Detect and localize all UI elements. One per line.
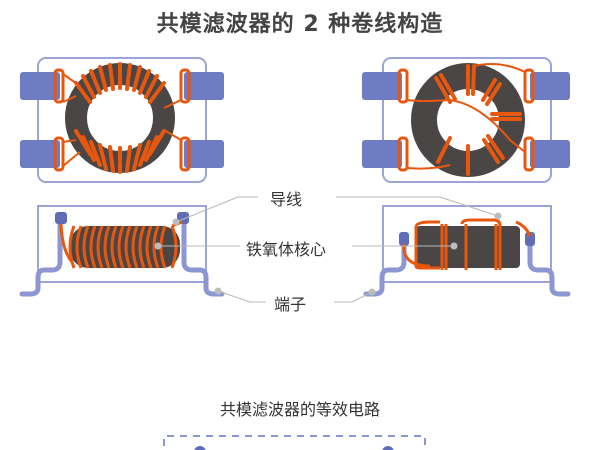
leader-dots — [154, 212, 502, 296]
page-title: 共模滤波器的 2 种卷线构造 — [156, 12, 444, 37]
label-wire: 导线 — [266, 186, 307, 210]
label-terminal: 端子 — [270, 291, 311, 315]
leader-lines — [158, 196, 499, 303]
label-ferrite-core: 铁氧体核心 — [242, 236, 331, 260]
toroid-top-view-left — [20, 57, 224, 183]
side-view-right — [363, 205, 571, 297]
circuit-title: 共模滤波器的等效电路 — [219, 400, 380, 419]
equivalent-circuit-frame — [163, 435, 426, 450]
toroid-top-view-right — [362, 57, 570, 183]
side-view-left — [19, 205, 225, 297]
